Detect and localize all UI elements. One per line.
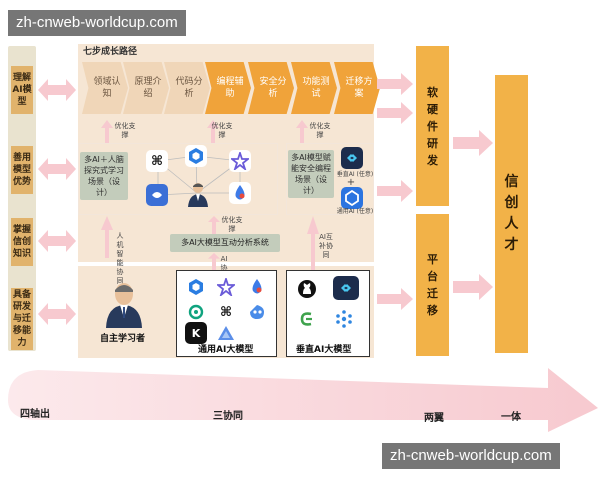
step-programming: 编程辅助 [205, 62, 251, 114]
plus-sign: + [346, 177, 356, 188]
multi-ai-system-bar: 多AI大模型互动分析系统 [170, 234, 280, 252]
right-arrow-icon [377, 288, 413, 310]
goal-use-model: 善用模型优势 [11, 146, 33, 194]
platform-migration-label: 平台迁移 [416, 214, 449, 356]
learner-person-icon [106, 283, 142, 328]
bidirectional-arrow-icon [38, 158, 76, 180]
goal-dev-migration: 具备研发与迁移能力 [11, 288, 33, 350]
step-migration: 迁移方案 [334, 62, 380, 114]
watermark-bottom: zh-cnweb-worldcup.com [382, 443, 560, 469]
person-small-icon [188, 183, 208, 207]
scenario-left-label: 多AI＋人脑探究式学习场景（设计） [80, 152, 128, 200]
dots-sphere-icon [333, 308, 355, 330]
deepseek-icon [146, 184, 168, 206]
right-arrow-icon [377, 73, 413, 95]
vertical-models-caption: 垂直AI大模型 [296, 345, 352, 355]
seven-steps-title: 七步成长路径 [83, 47, 138, 57]
up-arrow-icon [307, 216, 319, 270]
droplet-icon [246, 276, 268, 298]
up-arrow-icon [101, 216, 113, 258]
vertical-ai-icon [333, 276, 359, 300]
xinchuang-talent-label: 信创人才 [495, 75, 528, 353]
goal-understand-ai: 理解AI模型 [11, 66, 33, 114]
moonshot-icon: ⌘ [146, 150, 168, 172]
vertical-ai-tag: 垂直AI (任意) [336, 171, 374, 178]
doubao-icon [246, 301, 268, 323]
support-label: 优化支撑 [309, 122, 331, 139]
support-label: 优化支撑 [221, 216, 243, 233]
up-arrow-icon [208, 216, 220, 234]
bidirectional-arrow-icon [38, 79, 76, 101]
up-arrow-icon [208, 253, 220, 270]
hexagon-cube-icon [185, 145, 207, 167]
kimi-icon: K [185, 322, 207, 344]
up-arrow-icon [101, 120, 113, 144]
bottom-timeline-arrow [8, 368, 598, 432]
star-network-icon [229, 150, 251, 172]
right-arrow-icon [453, 274, 493, 300]
general-ai-icon [341, 187, 363, 209]
moonshot-icon: ⌘ [215, 301, 237, 323]
general-ai-tag: 通用AI (任意) [336, 208, 374, 215]
hexagon-cube-icon [185, 276, 207, 298]
step-security: 安全分析 [248, 62, 294, 114]
step-code: 代码分析 [164, 62, 210, 114]
right-arrow-icon [377, 180, 413, 202]
learner-caption: 自主学习者 [100, 334, 146, 344]
step-principle: 原理介绍 [123, 62, 169, 114]
step-testing: 功能测试 [291, 62, 337, 114]
codegeex-icon [296, 308, 318, 330]
goal-xinchuang-knowledge: 掌握信创知识 [11, 218, 33, 266]
flow-right-label: AI互补协同 [319, 233, 333, 259]
general-models-caption: 通用AI大模型 [198, 345, 254, 355]
droplet-icon [229, 182, 251, 204]
vertical-ai-icon [341, 147, 363, 169]
bottom-label-four: 四轴出 [20, 409, 50, 420]
triangle-icon [215, 322, 237, 344]
bidirectional-arrow-icon [38, 230, 76, 252]
right-arrow-icon [377, 102, 413, 124]
software-hardware-label: 软硬件研发 [416, 46, 449, 206]
up-arrow-icon [207, 120, 219, 144]
bidirectional-arrow-icon [38, 303, 76, 325]
bottom-label-two: 两翼 [424, 413, 444, 424]
bottom-label-three: 三协同 [213, 411, 243, 422]
step-domain: 领域认知 [82, 62, 128, 114]
scenario-right-label: 多AI模型赋能安全编程场景（设计） [288, 150, 334, 198]
openai-icon [185, 301, 207, 323]
right-arrow-icon [453, 130, 493, 156]
star-network-icon [215, 276, 237, 298]
support-label: 优化支撑 [114, 122, 136, 139]
support-label: 优化支撑 [211, 122, 233, 139]
flow-left-label: 人机智能协同 [116, 232, 124, 285]
watermark-top: zh-cnweb-worldcup.com [8, 10, 186, 36]
up-arrow-icon [296, 120, 308, 144]
github-icon [296, 278, 318, 300]
bottom-label-one: 一体 [501, 412, 521, 423]
